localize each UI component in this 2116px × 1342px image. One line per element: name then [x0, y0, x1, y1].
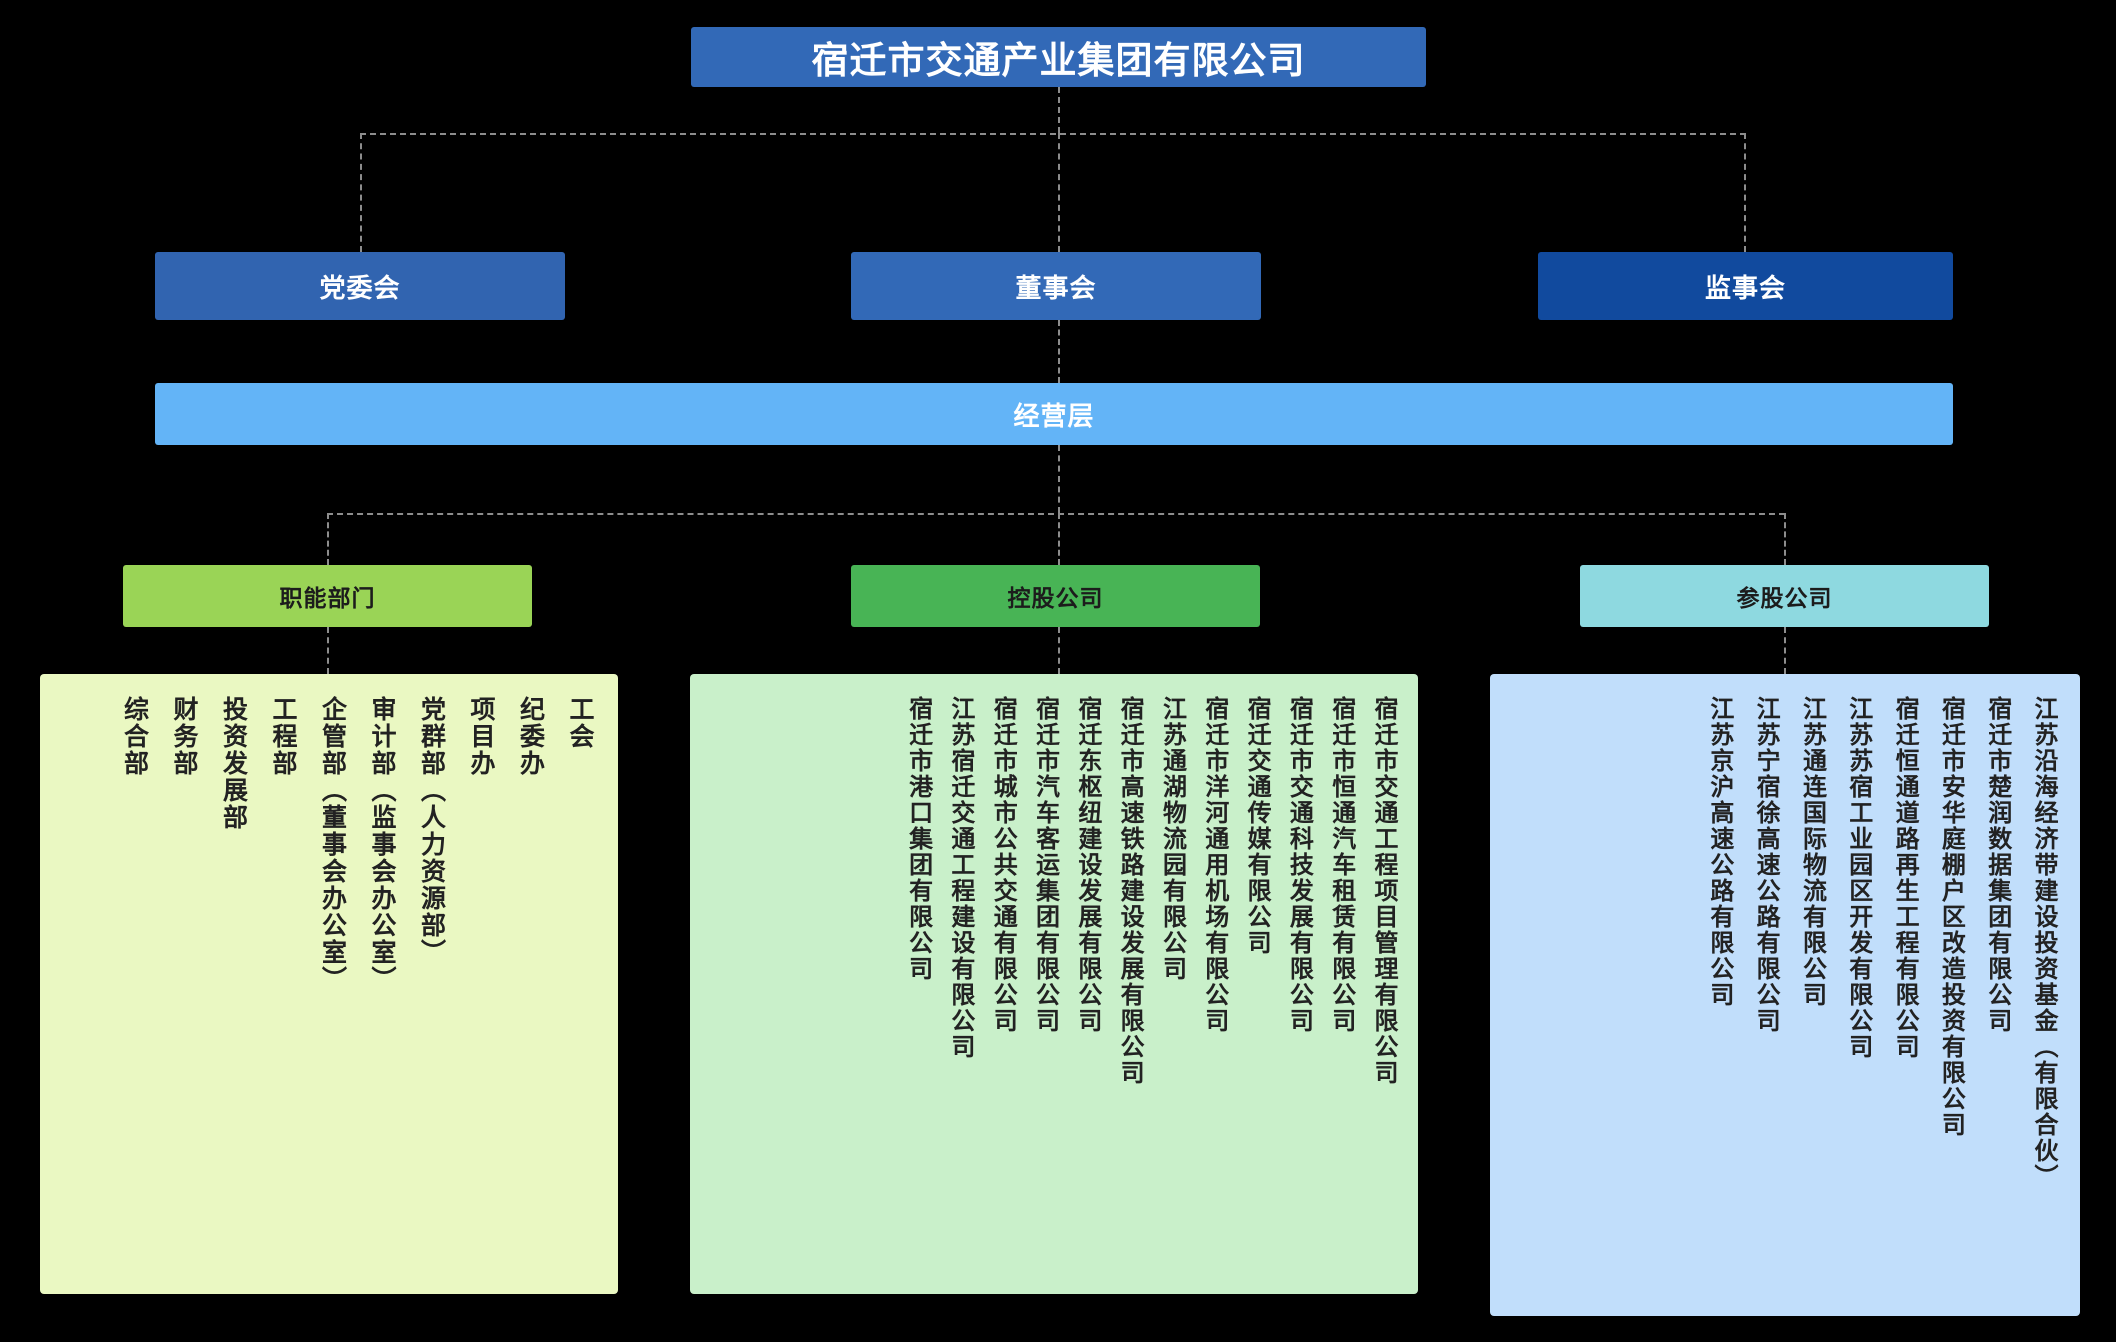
list-item-holding-company[interactable]: 江苏通湖物流园有限公司 [1158, 696, 1186, 982]
node-party-committee[interactable]: 党委会 [155, 252, 565, 320]
node-board-of-supervisors[interactable]: 监事会 [1538, 252, 1953, 320]
list-item-equity-company[interactable]: 江苏通连国际物流有限公司 [1798, 696, 1826, 1008]
connector-bus-categories [327, 513, 1785, 515]
list-item-holding-company[interactable]: 宿迁市城市公共交通有限公司 [989, 696, 1017, 1034]
connector-to-functional-header [327, 513, 329, 565]
node-board-of-supervisors-label: 监事会 [1704, 272, 1786, 303]
node-management-layer-label: 经营层 [1013, 400, 1095, 431]
list-item-functional-department[interactable]: 项目办 [467, 696, 495, 777]
category-header-equity-companies[interactable]: 参股公司 [1580, 565, 1989, 627]
connector-bus-governance [360, 133, 1746, 135]
list-item-functional-department[interactable]: 综合部 [120, 696, 149, 777]
list-item-functional-department[interactable]: 审计部（监事会办公室） [368, 696, 396, 993]
list-item-equity-company[interactable]: 宿迁市安华庭棚户区改造投资有限公司 [1937, 696, 1965, 1138]
list-item-equity-company[interactable]: 江苏宁宿徐高速公路有限公司 [1752, 696, 1780, 1034]
list-item-holding-company[interactable]: 宿迁市恒通汽车租赁有限公司 [1327, 696, 1355, 1034]
list-item-holding-company[interactable]: 宿迁交通传媒有限公司 [1243, 696, 1271, 956]
list-item-functional-department[interactable]: 企管部（董事会办公室） [318, 696, 347, 993]
panel-holding-companies: 宿迁市交通工程项目管理有限公司宿迁市恒通汽车租赁有限公司宿迁市交通科技发展有限公… [690, 674, 1418, 1294]
list-item-holding-company[interactable]: 宿迁市高速铁路建设发展有限公司 [1116, 696, 1144, 1086]
connector-to-equity-header [1784, 513, 1786, 565]
node-management-layer[interactable]: 经营层 [155, 383, 1953, 445]
node-board-of-directors[interactable]: 董事会 [851, 252, 1261, 320]
list-item-equity-company[interactable]: 江苏苏宿工业园区开发有限公司 [1844, 696, 1872, 1060]
connector-to-party-committee [360, 133, 362, 252]
list-item-holding-company[interactable]: 宿迁市洋河通用机场有限公司 [1200, 696, 1228, 1034]
category-header-functional-departments[interactable]: 职能部门 [123, 565, 532, 627]
list-item-functional-department[interactable]: 工会 [566, 696, 594, 750]
list-item-equity-company[interactable]: 江苏沿海经济带建设投资基金（有限合伙） [2030, 696, 2057, 1190]
list-item-functional-department[interactable]: 投资发展部 [219, 696, 248, 831]
list-item-holding-company[interactable]: 江苏宿迁交通工程建设有限公司 [946, 696, 974, 1060]
list-item-holding-company[interactable]: 宿迁市交通科技发展有限公司 [1285, 696, 1313, 1034]
node-party-committee-label: 党委会 [319, 272, 401, 303]
connector-to-board-of-supervisors [1744, 133, 1746, 252]
connector-to-holding-header [1058, 513, 1060, 565]
list-item-functional-department[interactable]: 纪委办 [516, 696, 545, 777]
list-item-functional-department[interactable]: 工程部 [269, 696, 297, 777]
list-item-functional-department[interactable]: 财务部 [170, 696, 198, 777]
list-item-holding-company[interactable]: 宿迁市交通工程项目管理有限公司 [1370, 696, 1397, 1086]
list-item-holding-company[interactable]: 宿迁市港口集团有限公司 [904, 696, 932, 982]
node-board-of-directors-label: 董事会 [1015, 272, 1097, 303]
list-item-equity-company[interactable]: 江苏京沪高速公路有限公司 [1705, 696, 1733, 1008]
connector-holding-header-to-panel [1058, 627, 1060, 674]
root-node-label: 宿迁市交通产业集团有限公司 [811, 40, 1306, 81]
list-item-holding-company[interactable]: 宿迁东枢纽建设发展有限公司 [1073, 696, 1101, 1034]
root-node-company[interactable]: 宿迁市交通产业集团有限公司 [691, 27, 1426, 87]
connector-to-board-of-directors [1058, 133, 1060, 252]
category-header-holding-label: 控股公司 [1007, 585, 1104, 611]
list-item-holding-company[interactable]: 宿迁市汽车客运集团有限公司 [1031, 696, 1059, 1034]
list-item-functional-department[interactable]: 党群部（人力资源部） [417, 696, 446, 966]
panel-functional-departments: 工会纪委办项目办党群部（人力资源部） 审计部（监事会办公室） 企管部（董事会办公室）… [40, 674, 618, 1294]
category-header-equity-label: 参股公司 [1736, 585, 1833, 611]
category-header-functional-label: 职能部门 [279, 585, 376, 611]
connector-root-to-bus [1058, 87, 1060, 133]
panel-equity-companies: 江苏沿海经济带建设投资基金（有限合伙） 宿迁市楚润数据集团有限公司宿迁市安华庭棚户… [1490, 674, 2080, 1316]
list-item-equity-company[interactable]: 宿迁恒通道路再生工程有限公司 [1891, 696, 1919, 1060]
connector-functional-header-to-panel [327, 627, 329, 674]
connector-management-to-bus [1058, 445, 1060, 513]
connector-board-to-management [1058, 320, 1060, 383]
category-header-holding-companies[interactable]: 控股公司 [851, 565, 1260, 627]
list-item-equity-company[interactable]: 宿迁市楚润数据集团有限公司 [1983, 696, 2011, 1034]
connector-equity-header-to-panel [1784, 627, 1786, 674]
